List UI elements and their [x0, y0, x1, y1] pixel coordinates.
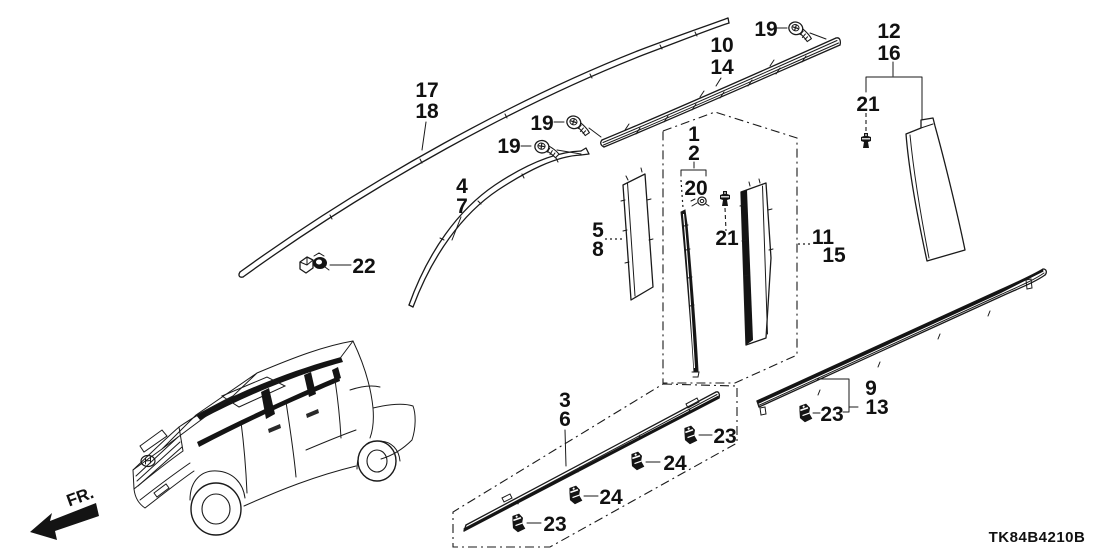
callout-labels: 1 2 3 4 5 6 7 8 9 10 11 12 13 14 15 16 1… [352, 18, 900, 536]
callout-3: 3 [559, 389, 571, 412]
callout-7: 7 [456, 195, 468, 218]
clip-21-right [860, 132, 872, 149]
belt-molding-9-13 [756, 268, 1047, 416]
callout-17: 17 [415, 79, 438, 102]
callout-leaders [421, 77, 812, 467]
callout-bracket-9-13 [815, 378, 859, 413]
callout-18: 18 [415, 100, 439, 123]
callout-1: 1 [688, 123, 700, 146]
callout-24-b: 24 [599, 486, 623, 509]
callout-bracket-12-16 [865, 61, 923, 133]
callout-5: 5 [592, 219, 604, 242]
callout-19-left: 19 [530, 112, 553, 135]
callout-19-mid: 19 [497, 135, 520, 158]
screw-19-mid [520, 138, 582, 159]
callout-8: 8 [592, 238, 604, 261]
grommet-screw-20 [690, 196, 710, 207]
clip-24-a [628, 450, 661, 472]
callout-12: 12 [877, 20, 900, 43]
clip-22 [299, 252, 352, 274]
roof-molding-17-18 [238, 17, 730, 278]
vehicle-illustration [132, 340, 416, 536]
clip-23-right [796, 402, 821, 424]
clip-23-b [509, 512, 542, 534]
callout-24-a: 24 [663, 452, 687, 475]
callout-19-top: 19 [754, 18, 777, 41]
clip-24-b [566, 484, 599, 506]
group-outline-1-2 [662, 111, 798, 384]
callout-20: 20 [684, 177, 707, 200]
door-molding-10-14 [600, 37, 842, 148]
callout-4: 4 [456, 175, 468, 198]
diagram-code: TK84B4210B [989, 529, 1086, 546]
callout-21-center: 21 [715, 227, 739, 250]
center-pillar-sash-strip [680, 209, 700, 378]
callout-10: 10 [710, 34, 733, 57]
callout-11: 11 [812, 226, 835, 249]
callout-6: 6 [559, 408, 571, 431]
screw-19-left [553, 113, 602, 138]
callout-15: 15 [822, 244, 846, 267]
callout-16: 16 [877, 42, 900, 65]
pillar-garnish-center-right [739, 178, 774, 346]
screw-19-top [776, 19, 827, 44]
callout-23-b: 23 [543, 513, 566, 536]
group-outline-3-6 [452, 383, 738, 548]
callout-9: 9 [865, 377, 877, 400]
callout-21-right: 21 [856, 93, 880, 116]
fr-direction-arrow: FR. [30, 483, 99, 540]
clip-21-center [719, 190, 731, 232]
callout-14: 14 [710, 56, 734, 79]
door-sash-molding-4-7 [408, 147, 590, 308]
callout-bracket-20 [680, 161, 707, 209]
callout-13: 13 [865, 396, 888, 419]
clip-23-a [681, 424, 713, 446]
callout-23-a: 23 [713, 425, 736, 448]
callout-2: 2 [688, 142, 700, 165]
callout-22: 22 [352, 255, 375, 278]
pillar-garnish-5-8 [620, 167, 654, 301]
callout-23-c: 23 [820, 403, 843, 426]
belt-molding-3-6 [463, 391, 721, 532]
pillar-garnish-12-16 [905, 117, 966, 262]
